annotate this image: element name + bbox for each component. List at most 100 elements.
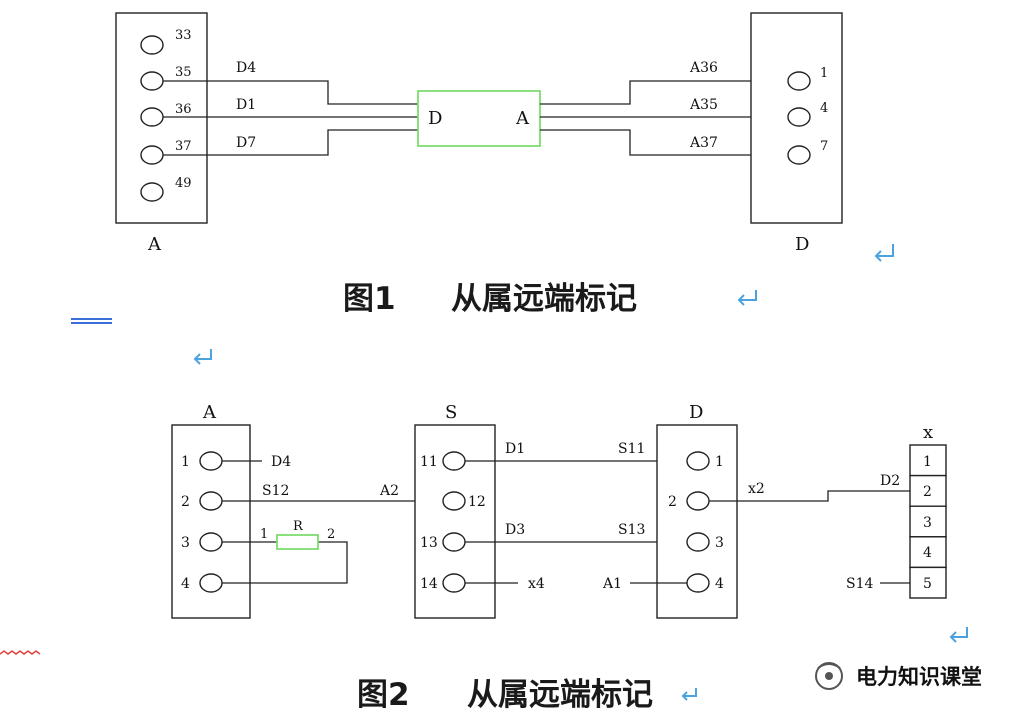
fig2-x-cell-label: 5 — [923, 576, 932, 592]
fig1-a-terminal-label: 35 — [175, 65, 192, 80]
fig2-wire-label: D4 — [271, 454, 291, 470]
fig1-connector-left-label: D — [428, 108, 442, 129]
fig2-s-terminal-label: 14 — [420, 576, 438, 592]
fig2-d-terminal-2 — [686, 491, 710, 511]
fig1-d-terminal-label: 4 — [820, 101, 828, 116]
fig2-caption-text: 从属远端标记 — [467, 677, 653, 713]
return-mark-icon — [874, 244, 894, 262]
fig2-resistor-pin-label: 2 — [327, 527, 335, 542]
fig2-x-cell — [909, 444, 947, 477]
fig1-d-terminal-4 — [787, 107, 811, 127]
fig2-wire-d2-x2 — [709, 490, 910, 502]
fig2-s-terminal-label: 11 — [420, 454, 438, 470]
fig2-wire-label: x4 — [528, 576, 545, 592]
fig2-resistor — [276, 534, 319, 550]
fig2-d-terminal-label: 2 — [668, 494, 677, 510]
fig2-d-terminal-label: 4 — [715, 576, 724, 592]
fig1-caption-number: 图1 — [343, 281, 396, 317]
fig1-wire-label: D1 — [236, 97, 256, 113]
fig2-a-terminal-2 — [199, 491, 223, 511]
fig1-connector-right-label: A — [515, 108, 530, 129]
fig2-resistor-label: R — [293, 519, 304, 534]
fig2-a-terminal-1 — [199, 451, 223, 471]
fig1-a-terminal-label: 49 — [175, 176, 192, 191]
fig2-a-terminal-4 — [199, 573, 223, 593]
fig2-wire-label: S11 — [618, 441, 645, 457]
fig2-d-terminal-label: 3 — [715, 535, 724, 551]
fig2-s-terminal-11 — [442, 451, 466, 471]
fig2-wire-label: D2 — [880, 473, 900, 489]
fig1-d-terminal-1 — [787, 71, 811, 91]
wechat-logo-icon — [815, 662, 843, 690]
fig2-wire-label: S12 — [262, 483, 289, 499]
fig1-a-terminal-label: 37 — [175, 139, 192, 154]
watermark-text: 电力知识课堂 — [856, 665, 982, 689]
fig2-a-terminal-label: 4 — [181, 576, 190, 592]
fig2-a-terminal-3 — [199, 532, 223, 552]
fig1-wire-label: A35 — [689, 97, 718, 113]
return-mark-icon — [193, 349, 212, 365]
fig1-wire-label: D7 — [236, 135, 256, 151]
fig1-d-terminal-7 — [787, 145, 811, 165]
fig1-device-d-label: D — [795, 234, 809, 255]
fig2-x-cell-label: 4 — [923, 545, 932, 561]
fig2-wire-label: D3 — [505, 522, 525, 538]
wavy-underline-mark — [0, 650, 41, 655]
fig2-a-terminal-label: 2 — [181, 494, 190, 510]
fig2-s-terminal-label: 13 — [420, 535, 438, 551]
return-mark-icon — [949, 627, 968, 643]
fig2-s-terminal-14 — [442, 573, 466, 593]
fig2-resistor-pin-label: 1 — [260, 527, 268, 542]
fig1-wire-a36 — [540, 80, 788, 105]
fig1-wire-d4 — [163, 80, 418, 105]
fig2-d-terminal-1 — [686, 451, 710, 471]
fig1-device-a-label: A — [147, 234, 162, 255]
fig2-resistor-loop — [222, 541, 348, 584]
fig2-x-cell — [909, 505, 947, 538]
fig2-wire-label: A2 — [379, 483, 399, 499]
fig2-s-terminal-12 — [442, 491, 466, 511]
fig2-wire-label: x2 — [748, 481, 765, 497]
fig2-caption-number: 图2 — [357, 677, 410, 713]
fig1-wire-d7 — [163, 129, 418, 156]
return-mark-icon — [681, 688, 697, 701]
fig1-a-terminal-33 — [140, 35, 164, 55]
fig2-x-cell-label: 2 — [923, 484, 932, 500]
watermark: 电力知识课堂 — [815, 662, 982, 690]
figure-1: 33 35 36 37 49 A D4 D1 D7 D A A36 A35 A3… — [115, 12, 843, 317]
fig1-a-terminal-35 — [140, 71, 164, 91]
fig2-device-s-label: S — [445, 402, 457, 423]
fig1-caption-text: 从属远端标记 — [451, 281, 637, 317]
fig2-d-terminal-3 — [686, 532, 710, 552]
fig1-wire-label: A36 — [689, 60, 718, 76]
fig2-wire-label: S13 — [618, 522, 645, 538]
fig1-a-terminal-label: 36 — [175, 102, 192, 117]
double-underline-mark — [71, 318, 112, 324]
fig2-x-cell — [909, 566, 947, 599]
fig2-s-terminal-13 — [442, 532, 466, 552]
fig1-wire-label: D4 — [236, 60, 256, 76]
fig2-a-terminal-label: 3 — [181, 535, 190, 551]
fig2-x-cell-label: 3 — [923, 515, 932, 531]
fig2-device-x-label: x — [923, 422, 933, 443]
fig2-a-terminal-label: 1 — [181, 454, 190, 470]
fig1-wire-label: A37 — [689, 135, 718, 151]
fig2-wire-label: D1 — [505, 441, 525, 457]
fig1-a-terminal-37 — [140, 145, 164, 165]
figure-2: A 1 2 3 4 D4 S12 A2 R 1 2 S 11 12 13 14 — [171, 402, 947, 713]
fig2-wire-label: A1 — [602, 576, 622, 592]
fig2-device-a-label: A — [202, 402, 217, 423]
fig2-s-terminal-label: 12 — [468, 494, 486, 510]
fig2-wire-label: S14 — [846, 576, 873, 592]
fig1-a-terminal-36 — [140, 107, 164, 127]
fig1-wire-a37 — [540, 129, 788, 156]
fig1-a-terminal-49 — [140, 182, 164, 202]
fig2-d-terminal-label: 1 — [715, 454, 724, 470]
fig2-d-terminal-4 — [686, 573, 710, 593]
fig2-device-d-label: D — [689, 402, 703, 423]
return-mark-icon — [737, 290, 757, 306]
fig1-cable-connector — [417, 90, 541, 147]
fig1-d-terminal-label: 7 — [820, 139, 828, 154]
fig2-x-cell-label: 1 — [923, 454, 932, 470]
